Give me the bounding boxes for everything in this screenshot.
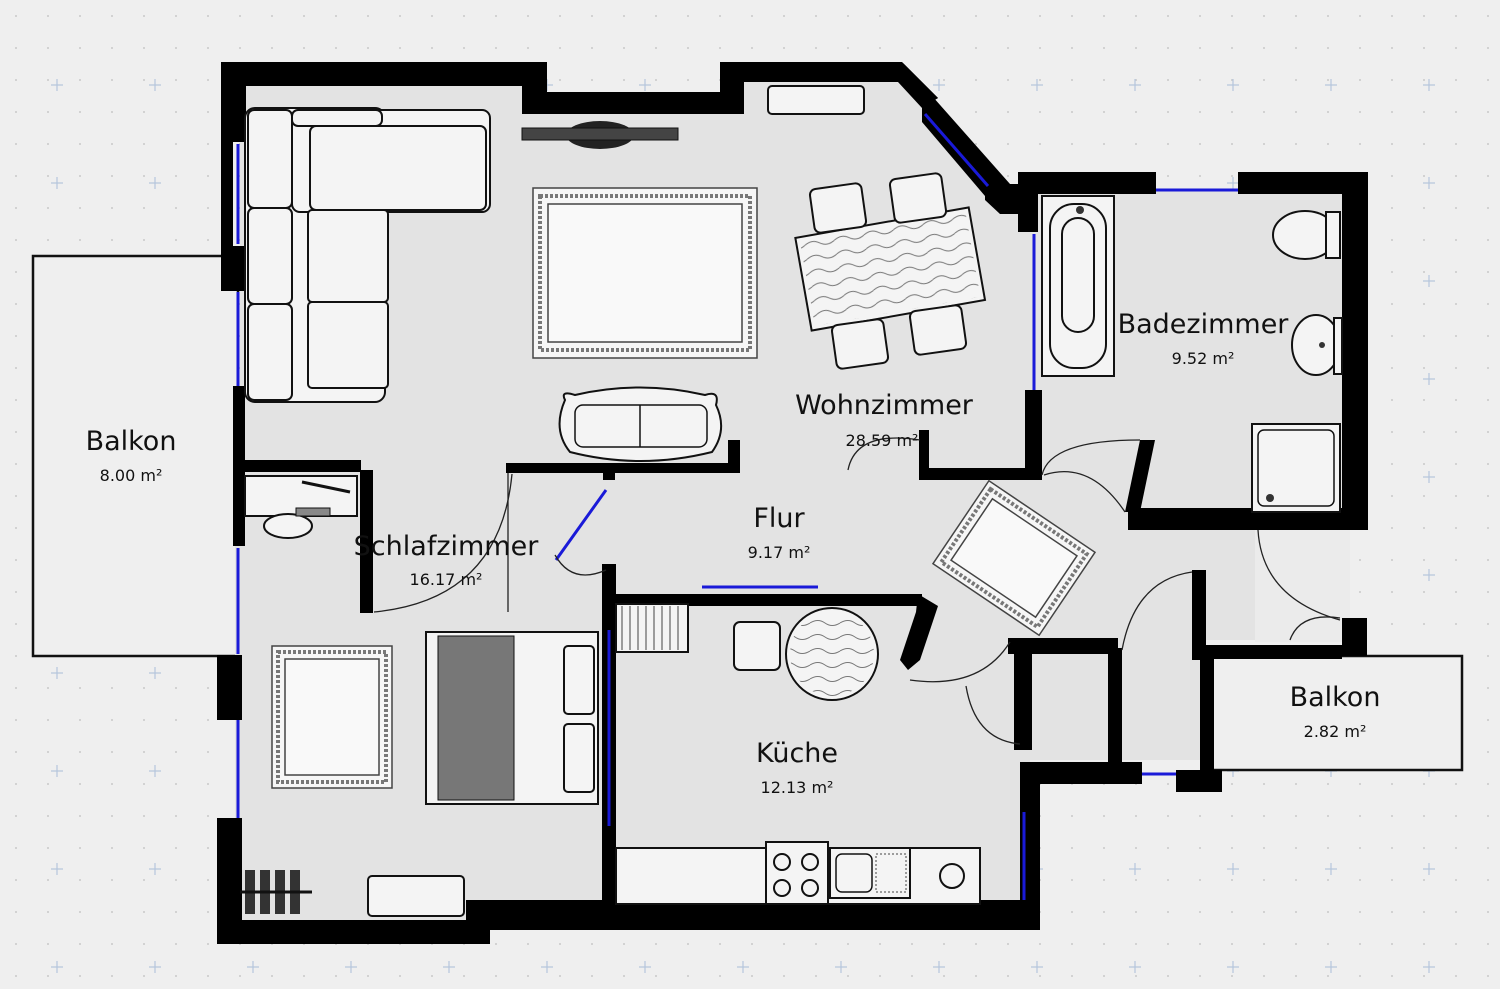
kitchen-counter [615, 841, 981, 905]
bedroom-sideboard [367, 875, 465, 917]
room-label-schlafzimmer: Schlafzimmer 16.17 m² [354, 531, 540, 589]
room-label-balkon-east: Balkon 2.82 m² [1290, 682, 1381, 741]
washbasin [1291, 314, 1343, 376]
armchair-sofa [558, 386, 723, 462]
round-table [733, 607, 879, 701]
balcony-west [31, 254, 240, 658]
bedroom-rug [271, 645, 393, 789]
room-name: Balkon [1290, 682, 1381, 713]
room-label-kueche: Küche 12.13 m² [756, 738, 838, 797]
balcony-east [1210, 654, 1464, 772]
shoe-rack [615, 603, 689, 653]
windows [236, 113, 1238, 900]
room-label-wohnzimmer: Wohnzimmer 28.59 m² [795, 390, 974, 450]
room-label-balkon-west: Balkon 8.00 m² [86, 426, 177, 485]
room-area: 2.82 m² [1304, 722, 1367, 741]
room-name: Wohnzimmer [795, 390, 974, 421]
bed [425, 631, 599, 805]
radiator [240, 870, 312, 914]
living-rug [532, 187, 758, 359]
room-name: Küche [756, 738, 838, 769]
room-area: 16.17 m² [410, 570, 483, 589]
room-name: Flur [753, 503, 805, 534]
room-label-flur: Flur 9.17 m² [748, 503, 811, 562]
shower [1251, 423, 1341, 513]
room-area: 28.59 m² [846, 431, 919, 450]
room-area: 9.52 m² [1172, 349, 1235, 368]
dining-table [794, 172, 987, 370]
sofa [244, 107, 491, 403]
room-name: Balkon [86, 426, 177, 457]
sideboard-top [767, 85, 865, 115]
room-label-badezimmer: Badezimmer 9.52 m² [1118, 309, 1290, 368]
room-area: 12.13 m² [761, 778, 834, 797]
room-area: 9.17 m² [748, 543, 811, 562]
room-name: Schlafzimmer [354, 531, 540, 562]
tv [521, 121, 679, 149]
toilet [1272, 210, 1341, 260]
hallway-rug [931, 479, 1097, 637]
room-area: 8.00 m² [100, 466, 163, 485]
bathtub [1041, 195, 1115, 377]
walls [217, 62, 1368, 944]
room-name: Badezimmer [1118, 309, 1290, 340]
desk [244, 475, 358, 539]
door-swings [373, 437, 1341, 745]
